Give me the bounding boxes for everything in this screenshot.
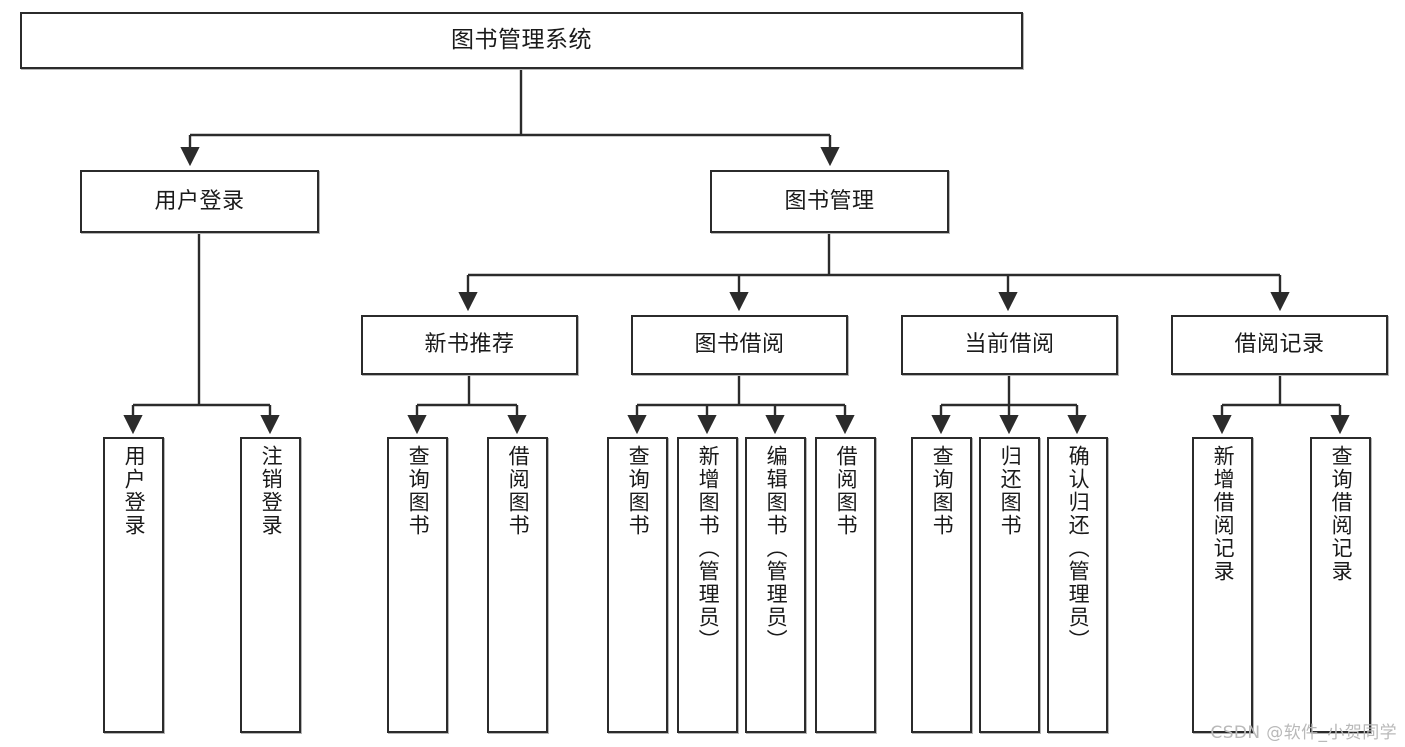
node-user-login-label: 用户登录 xyxy=(154,188,245,214)
leaf-book-borrow-borrow[interactable]: 借阅图书 xyxy=(815,437,876,733)
leaf-new-book-query[interactable]: 查询图书 xyxy=(387,437,448,733)
leaf-book-borrow-query[interactable]: 查询图书 xyxy=(607,437,668,733)
leaf-borrow-record-add[interactable]: 新增借阅记录 xyxy=(1192,437,1253,733)
leaf-book-borrow-query-label: 查询图书 xyxy=(626,445,651,537)
leaf-current-borrow-return[interactable]: 归还图书 xyxy=(979,437,1040,733)
leaf-new-book-query-label: 查询图书 xyxy=(406,445,431,537)
leaf-borrow-record-query-label: 查询借阅记录 xyxy=(1329,445,1354,583)
leaf-book-borrow-edit-label: 编辑图书（管理员） xyxy=(764,445,789,652)
leaf-new-book-borrow[interactable]: 借阅图书 xyxy=(487,437,548,733)
node-current-borrow-label: 当前借阅 xyxy=(964,332,1055,358)
leaf-borrow-record-query[interactable]: 查询借阅记录 xyxy=(1310,437,1371,733)
leaf-current-borrow-confirm[interactable]: 确认归还（管理员） xyxy=(1047,437,1108,733)
leaf-current-borrow-query-label: 查询图书 xyxy=(930,445,955,537)
node-new-book-recommend[interactable]: 新书推荐 xyxy=(361,315,578,375)
node-book-borrow[interactable]: 图书借阅 xyxy=(631,315,848,375)
node-book-borrow-label: 图书借阅 xyxy=(694,332,785,358)
node-book-management-label: 图书管理 xyxy=(784,188,875,214)
node-borrow-record[interactable]: 借阅记录 xyxy=(1171,315,1388,375)
leaf-new-book-borrow-label: 借阅图书 xyxy=(506,445,531,537)
node-root-label: 图书管理系统 xyxy=(451,26,592,53)
leaf-book-borrow-add[interactable]: 新增图书（管理员） xyxy=(677,437,738,733)
leaf-book-borrow-borrow-label: 借阅图书 xyxy=(834,445,859,537)
leaf-user-login-signout[interactable]: 注销登录 xyxy=(240,437,301,733)
leaf-current-borrow-confirm-label: 确认归还（管理员） xyxy=(1066,445,1091,652)
leaf-book-borrow-edit[interactable]: 编辑图书（管理员） xyxy=(745,437,806,733)
node-book-management[interactable]: 图书管理 xyxy=(710,170,949,233)
leaf-current-borrow-return-label: 归还图书 xyxy=(998,445,1023,537)
leaf-user-login-signin[interactable]: 用户登录 xyxy=(103,437,164,733)
watermark: CSDN @软件_小贺同学 xyxy=(1210,723,1397,743)
leaf-current-borrow-query[interactable]: 查询图书 xyxy=(911,437,972,733)
node-borrow-record-label: 借阅记录 xyxy=(1234,332,1325,358)
node-user-login[interactable]: 用户登录 xyxy=(80,170,319,233)
leaf-user-login-signin-label: 用户登录 xyxy=(122,445,147,537)
leaf-user-login-signout-label: 注销登录 xyxy=(259,445,284,537)
leaf-book-borrow-add-label: 新增图书（管理员） xyxy=(696,445,721,652)
node-current-borrow[interactable]: 当前借阅 xyxy=(901,315,1118,375)
node-root[interactable]: 图书管理系统 xyxy=(20,12,1023,69)
node-new-book-recommend-label: 新书推荐 xyxy=(424,332,515,358)
leaf-borrow-record-add-label: 新增借阅记录 xyxy=(1211,445,1236,583)
